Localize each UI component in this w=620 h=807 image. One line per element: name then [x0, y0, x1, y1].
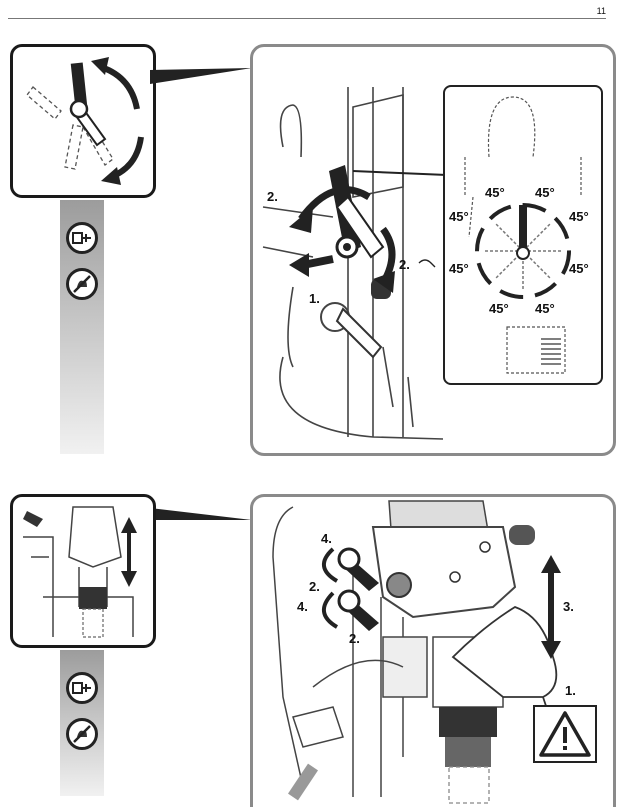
step-label: 2.: [399, 257, 410, 272]
top-detail-inset: [10, 44, 156, 198]
top-main-illustration: 2. 2. 1.: [250, 44, 616, 456]
header-rule: [8, 18, 606, 19]
angle-label: 45°: [569, 209, 589, 224]
angle-scale-diagram: 45° 45° 45° 45° 45° 45° 45° 45°: [449, 96, 589, 374]
step-label: 4.: [297, 599, 308, 614]
top-side-strip: [60, 200, 104, 454]
angle-label: 45°: [489, 301, 509, 316]
step-label: 3.: [563, 599, 574, 614]
page-number: 11: [596, 6, 606, 16]
angle-label: 45°: [485, 185, 505, 200]
warning-sign-box: [533, 705, 597, 763]
angle-label: 45°: [449, 261, 469, 276]
drill-lever-hand-illustration: 4. 2. 4. 2. 3. 1.: [272, 500, 576, 804]
bottom-main-illustration: 4. 2. 4. 2. 3. 1.: [250, 494, 616, 807]
step-label: 2.: [267, 189, 278, 204]
step-label: 1.: [309, 291, 320, 306]
plug-disconnect-icon: [66, 672, 98, 704]
lever-handle: [69, 62, 107, 147]
angle-label: 45°: [569, 261, 589, 276]
no-hand-contact-icon: [66, 718, 98, 750]
bottom-side-strip: [60, 650, 104, 796]
bottom-detail-inset: [10, 494, 156, 648]
step-label: 1.: [565, 683, 576, 698]
angle-label: 45°: [535, 185, 555, 200]
angle-label: 45°: [449, 209, 469, 224]
step-label: 2.: [309, 579, 320, 594]
lever-rotation-detail: [26, 57, 144, 185]
warning-triangle-icon: [539, 711, 591, 757]
angle-label: 45°: [535, 301, 555, 316]
drill-height-detail: [23, 506, 137, 638]
drill-lever-illustration: 2. 2. 1.: [262, 87, 448, 440]
step-label: 4.: [321, 531, 332, 546]
step-label: 2.: [349, 631, 360, 646]
main-lever: [329, 165, 385, 259]
plug-disconnect-icon: [66, 222, 98, 254]
angle-detail-inset: 45° 45° 45° 45° 45° 45° 45° 45°: [443, 85, 603, 385]
no-hand-contact-icon: [66, 268, 98, 300]
